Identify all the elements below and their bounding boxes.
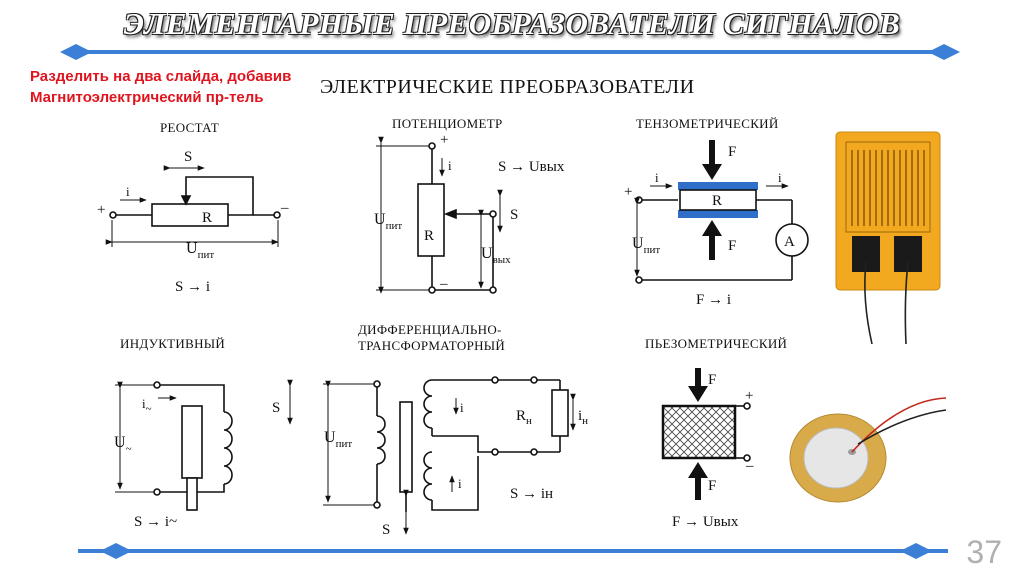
rheostat-plus: + <box>97 202 105 218</box>
tensometric-title: ТЕНЗОМЕТРИЧЕСКИЙ <box>636 116 779 131</box>
diff-s-left-label: S <box>272 400 280 416</box>
piezometric-diagram <box>661 368 751 500</box>
rheostat-i-label: i <box>126 184 130 199</box>
diff-s-bottom-label: S <box>382 522 390 538</box>
author-note: Разделить на два слайда, добавив Магнито… <box>30 66 291 108</box>
rheostat-title: РЕОСТАТ <box>160 120 219 135</box>
tensometric-diagram <box>634 182 809 284</box>
inductive-i-label: i~ <box>142 396 152 415</box>
tenso-relation: F → i <box>696 292 731 308</box>
page-number: 37 <box>966 534 1002 570</box>
diff-rn-label: Rн <box>516 408 532 427</box>
tenso-f-top-label: F <box>728 144 736 160</box>
inductive-diagram <box>115 381 233 511</box>
tenso-i-left-label: i <box>655 170 659 185</box>
inductive-u-label: U~ <box>114 434 132 455</box>
inductive-relation: S → i~ <box>134 514 177 530</box>
strain-gauge-illustration <box>835 131 941 345</box>
piezo-f-top-label: F <box>708 372 716 388</box>
top-decor-line <box>60 44 960 60</box>
bottom-decor-line <box>78 543 948 559</box>
diff-transformer-diagram <box>287 376 576 535</box>
tenso-plus: + <box>624 184 632 200</box>
potentiometer-relation: S → Uвых <box>498 159 565 175</box>
potentiometer-title: ПОТЕНЦИОМЕТР <box>392 116 503 131</box>
potentiometer-uout-label: Uвых <box>481 245 511 266</box>
potentiometer-u-label: Uпит <box>374 211 402 232</box>
ammeter-label: A <box>784 234 795 250</box>
piezometric-title: ПЬЕЗОМЕТРИЧЕСКИЙ <box>645 336 788 351</box>
tenso-force-bottom-arrow <box>702 220 722 260</box>
inductive-title: ИНДУКТИВНЫЙ <box>120 336 226 351</box>
rheostat-u-label: Uпит <box>186 240 214 261</box>
diff-transformer-title-1: ДИФФЕРЕНЦИАЛЬНО- <box>358 322 502 337</box>
tenso-force-top-arrow <box>702 140 722 180</box>
tenso-u-label: Uпит <box>632 235 660 256</box>
piezometric-relation: F → Uвых <box>672 514 739 530</box>
potentiometer-minus: – <box>439 276 448 292</box>
potentiometer-i-label: i <box>448 158 452 173</box>
piezo-disc-illustration <box>789 397 947 503</box>
piezo-minus: – <box>745 458 754 474</box>
tenso-r-label: R <box>712 193 722 209</box>
tenso-i-right-label: i <box>778 170 782 185</box>
diff-i-top-label: i <box>460 400 464 415</box>
rheostat-s-label: S <box>184 149 192 165</box>
piezo-f-bottom-label: F <box>708 478 716 494</box>
author-note-line2: Магнитоэлектрический пр-тель <box>30 89 264 106</box>
author-note-line1: Разделить на два слайда, добавив <box>30 68 292 85</box>
rheostat-relation: S → i <box>175 279 210 295</box>
section-subtitle: ЭЛЕКТРИЧЕСКИЕ ПРЕОБРАЗОВАТЕЛИ <box>320 76 695 98</box>
diff-transformer-relation: S → iн <box>510 486 553 502</box>
diff-in-label: iн <box>578 408 588 427</box>
potentiometer-s-label: S <box>510 207 518 223</box>
potentiometer-diagram <box>376 136 503 294</box>
potentiometer-plus: + <box>440 132 448 148</box>
rheostat-r-label: R <box>202 210 212 226</box>
tenso-f-bottom-label: F <box>728 238 736 254</box>
slide-title: ЭЛЕМЕНТАРНЫЕ ПРЕОБРАЗОВАТЕЛИ СИГНАЛОВ <box>123 6 901 41</box>
diff-transformer-title-2: ТРАНСФОРМАТОРНЫЙ <box>358 338 506 353</box>
rheostat-minus: – <box>280 200 289 216</box>
potentiometer-r-label: R <box>424 228 434 244</box>
piezo-plus: + <box>745 388 753 404</box>
rheostat-diagram <box>105 165 281 247</box>
diff-i-bottom-label: i <box>458 476 462 491</box>
